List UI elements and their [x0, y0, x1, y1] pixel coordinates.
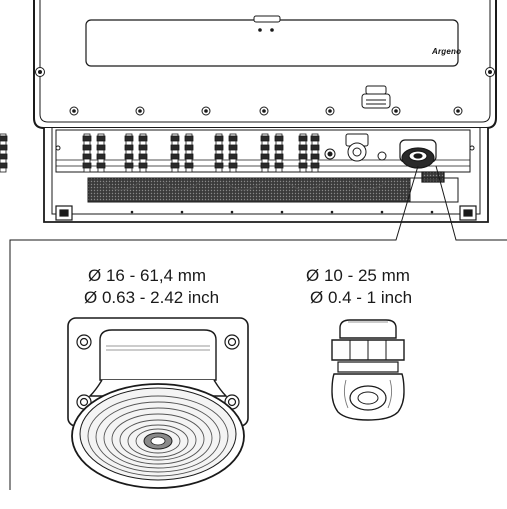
- dc-connectors: [0, 133, 320, 173]
- bay-fittings: [324, 133, 387, 162]
- small-cable-gland-detail: [331, 319, 405, 421]
- flange-bolt-holes: [76, 334, 240, 410]
- device-large-gland: [399, 139, 445, 183]
- vent-fitting: [361, 85, 391, 109]
- large-cable-gland-detail: [67, 317, 249, 489]
- brand-logo-text: Argeno: [432, 47, 462, 56]
- large-gland-metric-label: Ø 16 - 61,4 mm: [88, 266, 207, 285]
- small-gland-imperial-label: Ø 0.4 - 1 inch: [310, 288, 413, 307]
- small-gland-metric-label: Ø 10 - 25 mm: [306, 266, 410, 285]
- lid-screws: [35, 67, 495, 116]
- ventilation-grille: [87, 177, 459, 214]
- large-gland-imperial-label: Ø 0.63 - 2.42 inch: [84, 288, 220, 307]
- mounting-brackets: [55, 205, 477, 221]
- callout-leader-lines: [9, 165, 507, 490]
